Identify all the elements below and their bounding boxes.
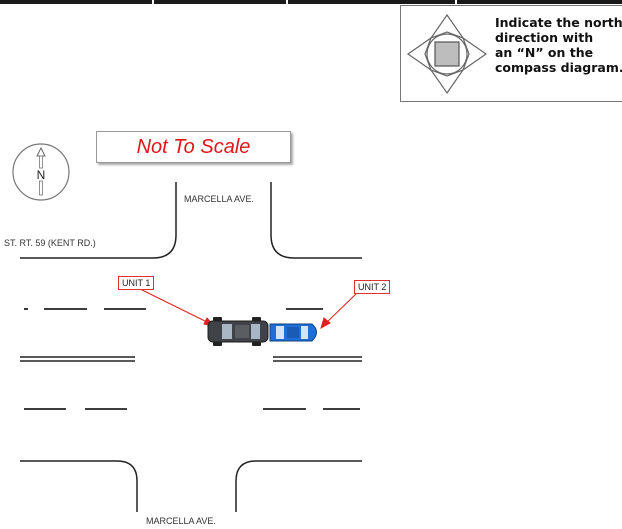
compass-instruction-box: Indicate the north direction with an “N”… <box>400 5 622 102</box>
unit2-vehicle[interactable] <box>269 323 317 342</box>
unit1-leader-line <box>137 287 212 325</box>
curb-southwest <box>20 460 138 512</box>
unit2-label: UNIT 2 <box>354 280 391 294</box>
unit1-vehicle[interactable] <box>207 317 269 346</box>
frame-divider <box>152 0 154 4</box>
frame-divider <box>455 0 457 4</box>
curb-northeast <box>270 182 362 259</box>
curb-southeast <box>235 460 362 512</box>
unit2-leader-arrowhead <box>320 317 331 330</box>
top-frame-bar <box>0 0 622 4</box>
not-to-scale-label: Not To Scale <box>96 131 291 163</box>
unit2-leader-line <box>323 291 359 326</box>
north-arrow-icon: N <box>12 143 70 201</box>
compass-instruction-text: Indicate the north direction with an “N”… <box>495 15 622 75</box>
frame-divider <box>286 0 288 4</box>
unit1-label: UNIT 1 <box>118 276 155 290</box>
street-label-south: MARCELLA AVE. <box>146 516 216 526</box>
street-label-north: MARCELLA AVE. <box>184 194 254 204</box>
curb-northwest <box>20 182 177 259</box>
compass-rose-icon[interactable] <box>405 12 489 96</box>
street-label-west: ST. RT. 59 (KENT RD.) <box>4 238 96 248</box>
north-letter: N <box>37 168 46 182</box>
